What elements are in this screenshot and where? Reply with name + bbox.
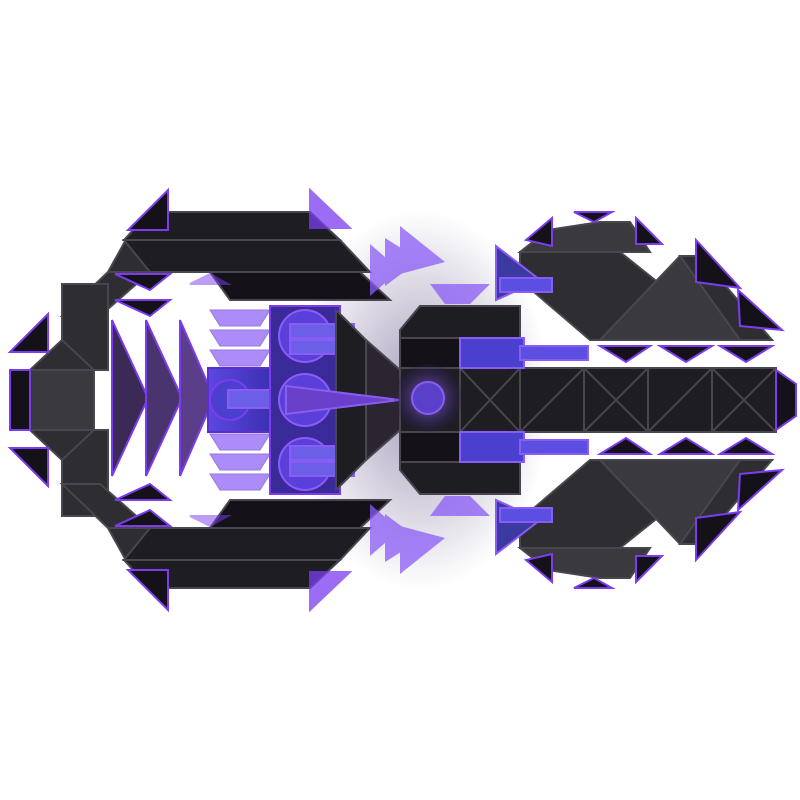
front-turrets — [459, 243, 589, 557]
hull-plate — [121, 239, 373, 273]
armor-spike-icon — [523, 552, 553, 585]
bay-plate — [209, 349, 271, 367]
core-panel — [399, 337, 463, 369]
armor-spike-icon — [596, 436, 654, 455]
armor-spike-icon — [736, 468, 785, 513]
armor-spike-icon — [596, 345, 654, 364]
reactor-core-icon — [411, 381, 445, 415]
segment-line — [459, 367, 521, 433]
turret-icon — [519, 439, 589, 455]
neck-wedges — [370, 226, 490, 574]
bay-plate — [209, 473, 271, 491]
neck-section — [285, 307, 401, 493]
segment-line — [711, 367, 777, 433]
bay-plate — [209, 329, 271, 347]
bay-plate — [209, 309, 271, 327]
nose-segments — [459, 366, 777, 434]
reactor-core — [394, 364, 462, 432]
rear-armor-spikes — [7, 187, 353, 613]
armor-spike-icon — [114, 482, 173, 501]
hull-plate — [27, 429, 97, 462]
armor-spike-icon — [573, 576, 616, 589]
hull-plate — [29, 369, 95, 431]
armor-spike-icon — [125, 569, 169, 613]
armor-spike-icon — [189, 272, 232, 285]
armor-spike-icon — [736, 287, 785, 332]
armor-spike-icon — [114, 508, 173, 527]
armor-spike-icon — [695, 237, 743, 290]
armor-spike-icon — [656, 436, 716, 455]
thruster-fin — [145, 319, 184, 477]
rear-bay-plates — [209, 309, 271, 491]
bay-plate — [209, 433, 271, 451]
armor-spike-icon — [523, 215, 553, 248]
armor-spike-icon — [9, 369, 31, 431]
armor-spike-icon — [309, 187, 353, 229]
armor-spike-icon — [695, 510, 743, 563]
armor-spike-icon — [189, 515, 232, 528]
armor-spike-icon — [635, 555, 665, 585]
armor-spike-icon — [573, 211, 616, 224]
core-panel — [399, 431, 463, 463]
front-armor-spikes — [523, 211, 797, 589]
armor-spike-icon — [430, 496, 490, 516]
armor-spike-icon — [775, 368, 797, 432]
turret-icon — [499, 507, 553, 523]
armor-spike-icon — [309, 571, 353, 613]
bay-plate — [209, 453, 271, 471]
rear-hull-section — [27, 211, 393, 589]
spike-icon — [285, 384, 401, 416]
armor-spike-icon — [656, 345, 716, 364]
rear-turret-module — [207, 367, 281, 433]
hull-plate — [208, 499, 393, 529]
segment-line — [583, 367, 649, 433]
armor-spike-icon — [430, 284, 490, 304]
thruster-fin — [111, 319, 150, 477]
armor-spike-icon — [125, 187, 169, 231]
armor-spike-icon — [7, 447, 49, 489]
armor-spike-icon — [716, 436, 776, 455]
armor-spike-icon — [400, 226, 445, 274]
thruster-fin — [179, 319, 216, 477]
hull-plate — [208, 271, 393, 301]
armor-spike-icon — [114, 273, 173, 292]
rear-thruster-fins — [111, 319, 216, 477]
nose-beam — [459, 367, 777, 433]
armor-spike-icon — [716, 345, 776, 364]
turret-icon — [499, 277, 553, 293]
turret-icon — [459, 337, 525, 369]
armor-spike-icon — [400, 526, 445, 574]
armor-spike-icon — [114, 299, 173, 318]
hull-plate — [27, 338, 97, 371]
armor-spike-icon — [635, 215, 665, 245]
turret-icon — [519, 345, 589, 361]
hull-plate — [121, 527, 373, 561]
armor-spike-icon — [7, 311, 49, 353]
turret-icon — [459, 431, 525, 463]
